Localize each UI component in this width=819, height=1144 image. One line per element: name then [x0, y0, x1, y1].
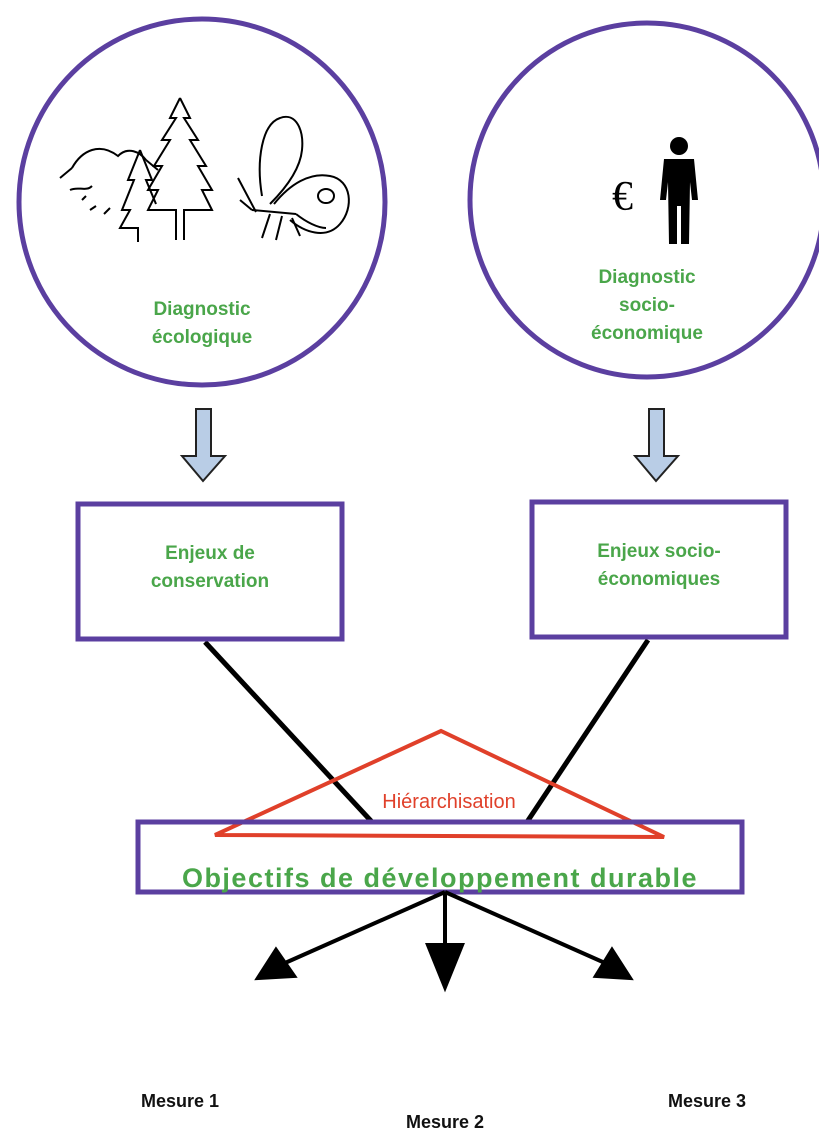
- butterfly-icon: [237, 115, 350, 241]
- label-diagnostic-socio: Diagnostic socio- économique: [547, 264, 747, 348]
- label-mesure-3: Mesure 3: [667, 1091, 747, 1111]
- label-line: économiques: [597, 569, 721, 590]
- down-arrow-right: [632, 408, 681, 483]
- label-hierarchisation: Hiérarchisation: [382, 791, 516, 813]
- circle-socio: [467, 20, 819, 380]
- label-enjeux-conservation: Enjeux de conservation: [110, 540, 310, 596]
- label-line: socio-: [619, 295, 675, 316]
- label-line: Diagnostic: [153, 299, 251, 320]
- tree-icon: [118, 97, 214, 242]
- connector-left: [203, 640, 374, 824]
- label-line: Enjeux de: [165, 543, 255, 564]
- connector-right: [524, 638, 651, 824]
- label-line: Enjeux socio-: [597, 541, 721, 562]
- measure-arrows: [254, 890, 634, 993]
- label-mesure-1: Mesure 1: [140, 1091, 220, 1111]
- label-line: conservation: [150, 571, 270, 592]
- label-line: économique: [591, 323, 703, 344]
- box-enjeux-socio: [529, 499, 789, 640]
- person-icon: [660, 137, 698, 244]
- box-objectifs: [135, 819, 745, 895]
- label-diagnostic-ecologique: Diagnostic écologique: [102, 296, 302, 352]
- euro-icon: €: [612, 174, 633, 220]
- label-line: écologique: [151, 327, 253, 348]
- label-mesure-2: Mesure 2: [405, 1112, 485, 1132]
- label-line: Diagnostic: [598, 267, 696, 288]
- label-objectifs: Objectifs de développement durable: [181, 863, 699, 893]
- circle-ecological: [16, 16, 388, 388]
- label-enjeux-socio: Enjeux socio- économiques: [559, 538, 759, 594]
- hierarchisation-triangle: [214, 728, 665, 839]
- down-arrow-left: [179, 408, 228, 483]
- box-enjeux-conservation: [75, 501, 345, 642]
